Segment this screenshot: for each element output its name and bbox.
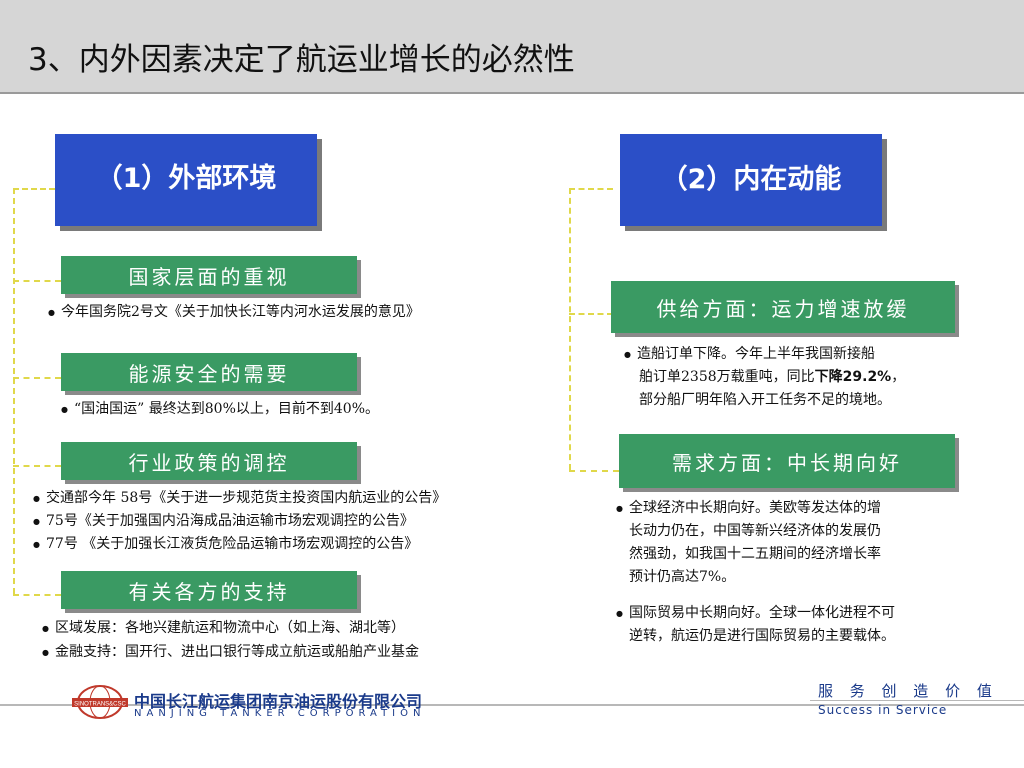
list-item: 今年国务院2号文《关于加快长江等内河水运发展的意见》 xyxy=(48,301,420,324)
decline-figure: 下降29.2% xyxy=(814,369,892,385)
left-connector-1 xyxy=(13,280,61,282)
right-connector-vertical xyxy=(569,188,571,470)
right-connector-1 xyxy=(569,313,613,315)
label-industry-policy-text: 行业政策的调控 xyxy=(128,450,290,475)
demand-item1-line2: 长动力仍在，中国等新兴经济体的发展仍 xyxy=(629,523,881,539)
demand-item2-line2: 逆转，航运仍是进行国际贸易的主要载体。 xyxy=(629,628,895,644)
label-supply-side-text: 供给方面：运力增速放缓 xyxy=(656,296,910,321)
label-demand-side: 需求方面：中长期向好 xyxy=(619,434,955,488)
list-item: 金融支持：国开行、进出口银行等成立航运或船舶产业基金 xyxy=(42,641,419,664)
internal-momentum-heading: （2）内在动能 xyxy=(620,134,882,226)
list-item: 造船订单下降。今年上半年我国新接船 xyxy=(624,343,875,366)
list-item: 国际贸易中长期向好。全球一体化进程不可 xyxy=(616,602,895,625)
supply-line-2: 舶订单2358万载重吨，同比下降29.2%， xyxy=(639,369,906,385)
external-environment-heading-text: （1）外部环境 xyxy=(95,162,277,194)
supply-line-3: 部分船厂明年陷入开工任务不足的境地。 xyxy=(639,392,891,408)
label-industry-policy: 行业政策的调控 xyxy=(61,442,357,480)
label-support: 有关各方的支持 xyxy=(61,571,357,609)
label-demand-side-text: 需求方面：中长期向好 xyxy=(672,450,902,475)
left-connector-3 xyxy=(13,465,61,467)
svg-text:SINOTRANS&CSC: SINOTRANS&CSC xyxy=(74,702,126,708)
right-connector-2 xyxy=(569,470,619,472)
label-national-level: 国家层面的重视 xyxy=(61,256,357,294)
list-item: 75号《关于加强国内沿海成品油运输市场宏观调控的公告》 xyxy=(33,510,414,533)
title-bar xyxy=(0,0,1024,94)
company-name-cn: 中国长江航运集团南京油运股份有限公司 xyxy=(134,692,423,711)
list-item: 区域发展：各地兴建航运和物流中心（如上海、湖北等） xyxy=(42,617,405,640)
list-item: 交通部今年 58号《关于进一步规范货主投资国内航运业的公告》 xyxy=(33,487,446,510)
list-item: 77号 《关于加强长江液货危险品运输市场宏观调控的公告》 xyxy=(33,533,418,556)
label-support-text: 有关各方的支持 xyxy=(128,579,290,604)
left-connector-4 xyxy=(13,594,61,596)
label-national-level-text: 国家层面的重视 xyxy=(128,264,290,289)
footer-divider xyxy=(0,704,1024,706)
list-item: “国油国运” 最终达到80%以上，目前不到40%。 xyxy=(61,398,379,421)
label-supply-side: 供给方面：运力增速放缓 xyxy=(611,281,955,333)
left-connector-2 xyxy=(13,377,61,379)
demand-item1-line3: 然强劲，如我国十二五期间的经济增长率 xyxy=(629,546,881,562)
left-connector-vertical xyxy=(13,188,15,594)
internal-momentum-heading-text: （2）内在动能 xyxy=(660,163,842,195)
label-energy-security: 能源安全的需要 xyxy=(61,353,357,391)
company-name-en: NANJING TANKER CORPORATION xyxy=(134,708,426,719)
external-environment-heading: （1）外部环境 xyxy=(55,134,317,226)
list-item: 全球经济中长期向好。美欧等发达体的增 xyxy=(616,497,881,520)
label-energy-security-text: 能源安全的需要 xyxy=(128,361,290,386)
slide-title: 3、内外因素决定了航运业增长的必然性 xyxy=(28,42,575,78)
left-connector-top xyxy=(13,188,55,190)
slogan-cn: 服 务 创 造 价 值 xyxy=(818,682,998,700)
footer-divider-right xyxy=(810,700,1024,701)
slogan-en: Success in Service xyxy=(818,703,948,717)
right-connector-top xyxy=(569,188,613,190)
demand-item1-line4: 预计仍高达7%。 xyxy=(629,569,736,585)
company-logo: SINOTRANS&CSC xyxy=(72,685,128,719)
